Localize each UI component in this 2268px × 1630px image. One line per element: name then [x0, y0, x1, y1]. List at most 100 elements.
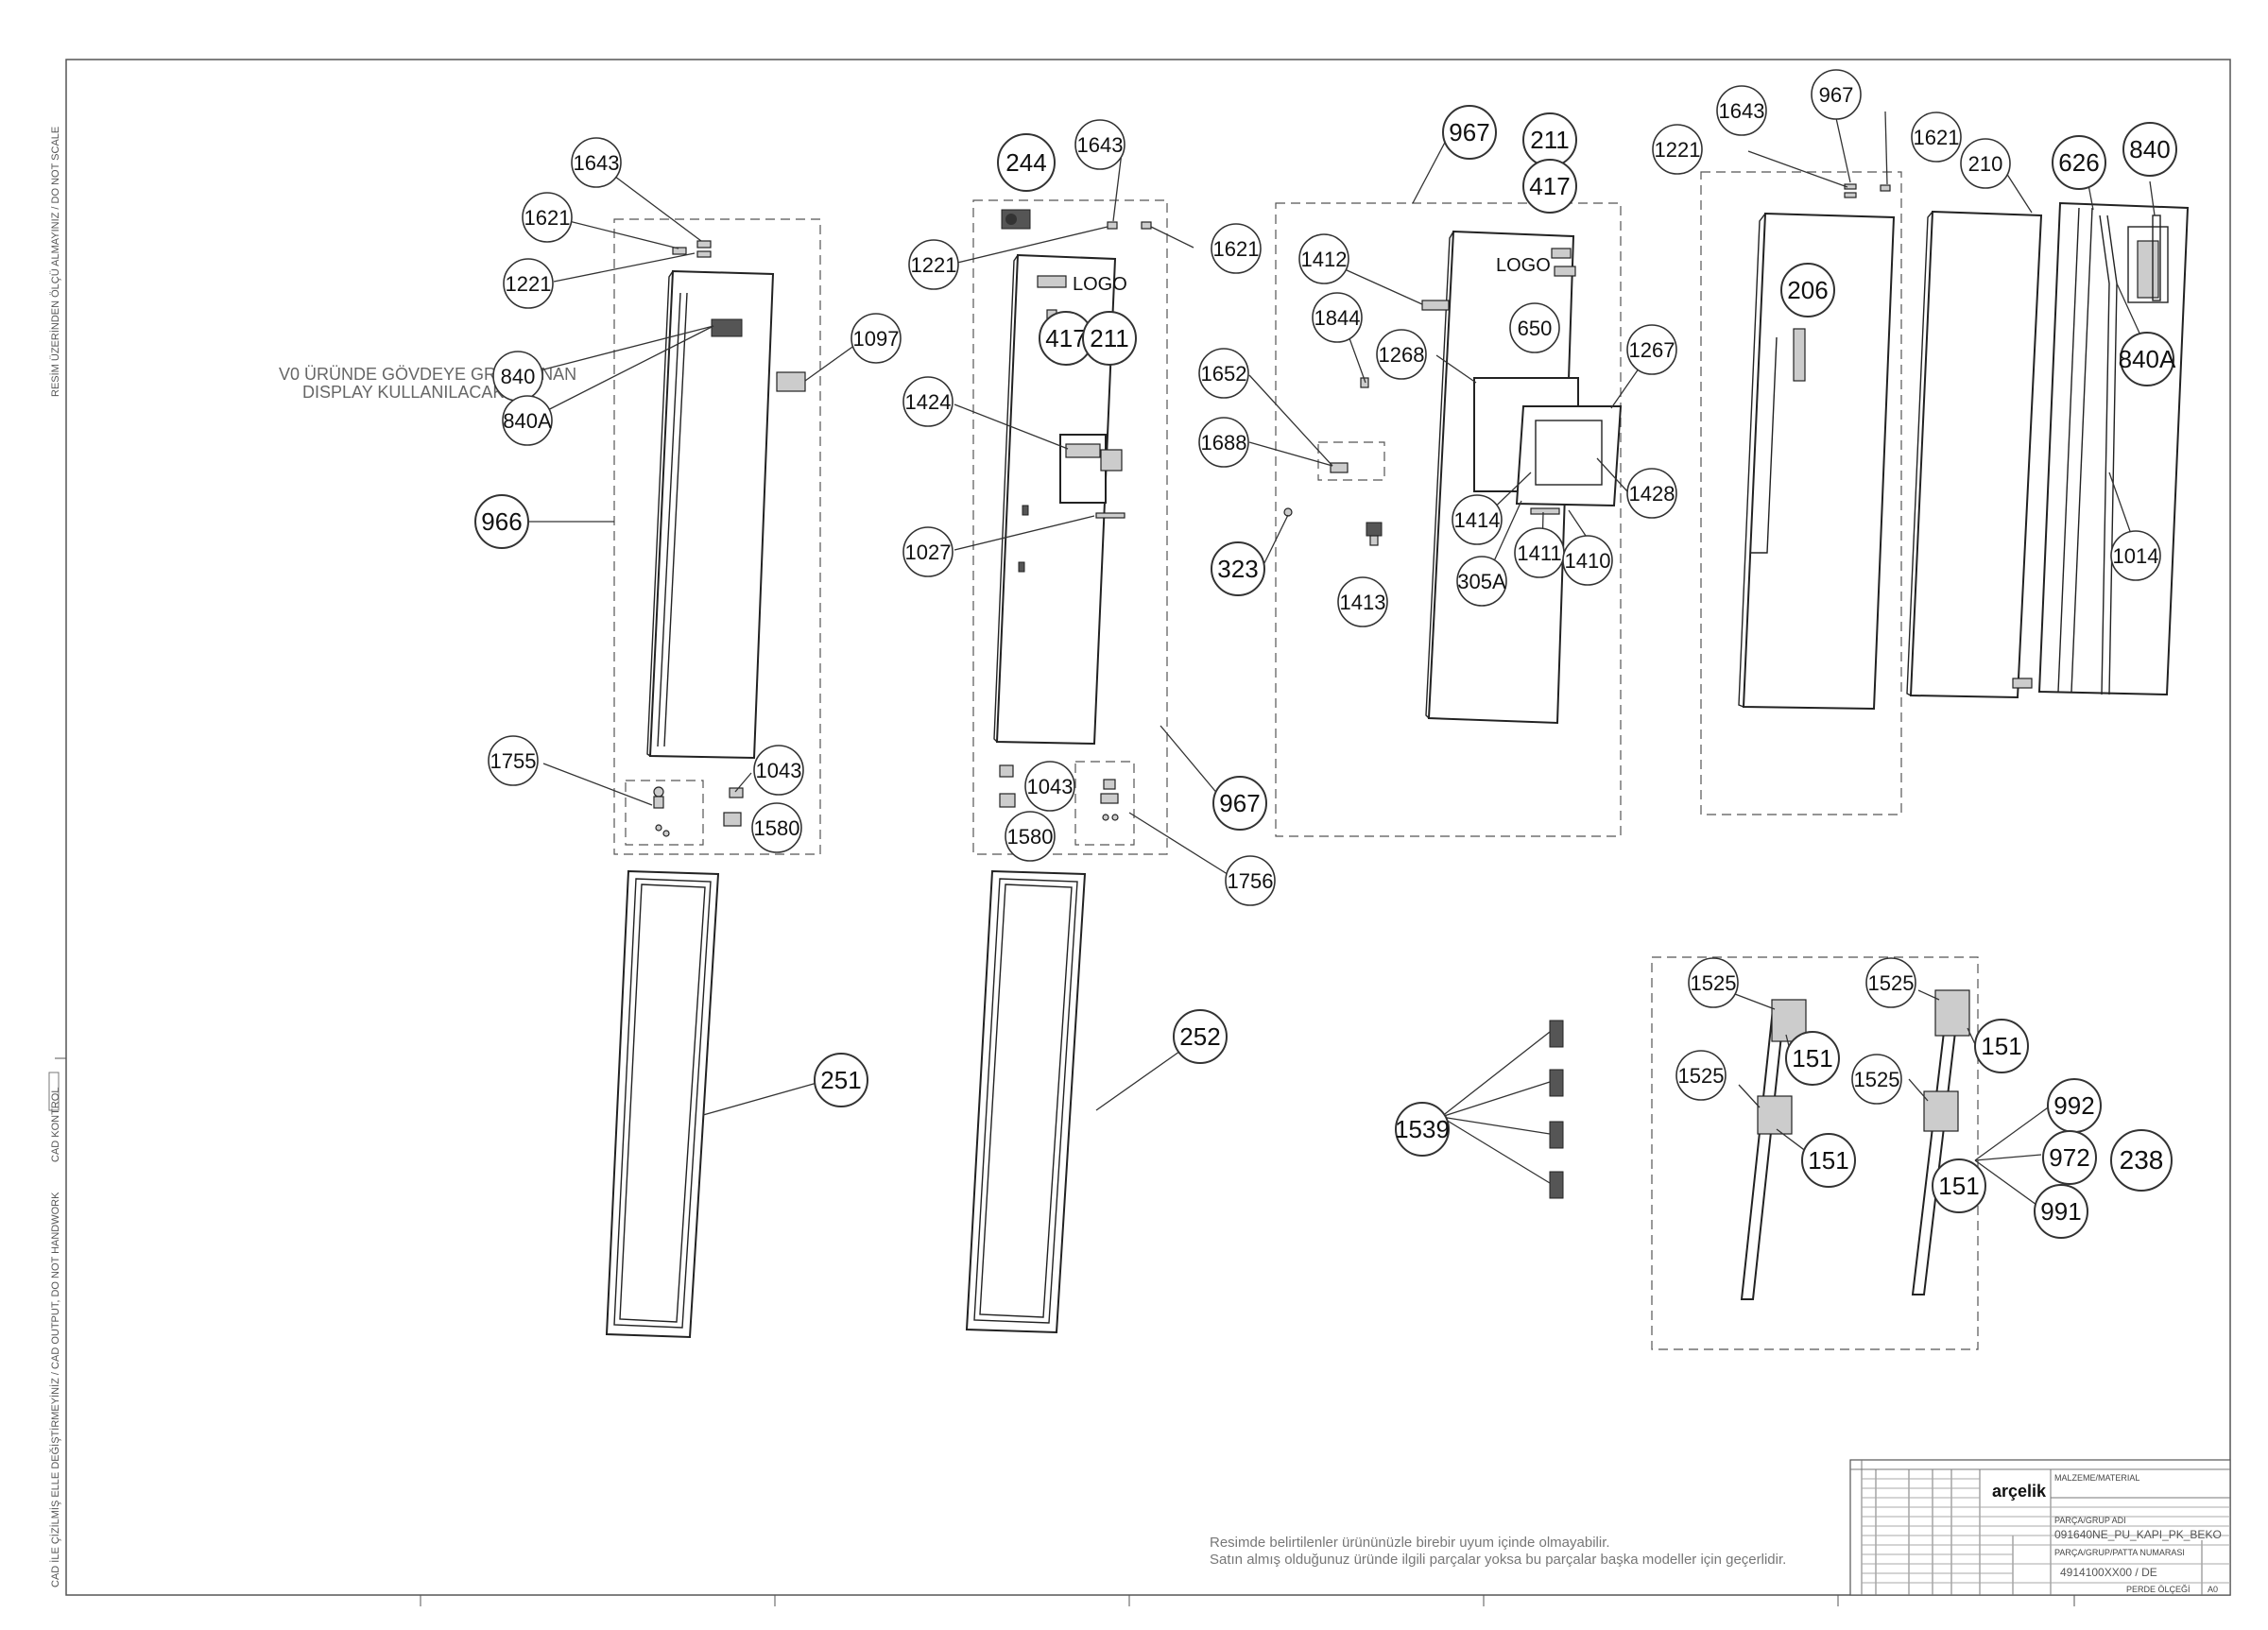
- dispenser-door: LOGO: [993, 209, 1152, 821]
- gasket-right: [965, 869, 1087, 1334]
- callout-840A-b: 840A: [2119, 332, 2176, 386]
- callout-1580-a: 1580: [751, 802, 802, 853]
- svg-text:1268: 1268: [1379, 343, 1425, 367]
- callout-1412: 1412: [1298, 233, 1349, 284]
- display-note-line2: DISPLAY KULLANILACAKTIR.: [302, 383, 536, 402]
- callout-151-a: 151: [1785, 1031, 1840, 1086]
- projection-label: PERDE ÖLÇEĞİ: [2126, 1585, 2191, 1594]
- callout-1268: 1268: [1376, 329, 1427, 380]
- svg-text:1525: 1525: [1678, 1064, 1725, 1088]
- callout-206: 206: [1780, 263, 1835, 317]
- sheet-size: A0: [2208, 1585, 2218, 1594]
- callout-1756: 1756: [1225, 855, 1276, 906]
- callout-151-c: 151: [1974, 1019, 2029, 1073]
- part-no: 4914100XX00 / DE: [2060, 1566, 2157, 1579]
- callout-1652: 1652: [1198, 348, 1249, 399]
- group-box-dispenser-detail: [1275, 202, 1622, 837]
- svg-text:151: 151: [1938, 1172, 1979, 1200]
- group-box-hinges: [1651, 956, 1979, 1350]
- callout-323: 323: [1211, 541, 1265, 596]
- svg-text:972: 972: [2049, 1143, 2089, 1172]
- svg-text:840: 840: [501, 365, 536, 388]
- svg-text:1414: 1414: [1454, 508, 1501, 532]
- callout-1097: 1097: [850, 313, 902, 364]
- svg-text:1756: 1756: [1228, 869, 1274, 893]
- callout-1621-b: 1621: [1211, 223, 1262, 274]
- svg-text:991: 991: [2040, 1197, 2081, 1226]
- svg-text:1412: 1412: [1301, 248, 1348, 271]
- svg-text:1411: 1411: [1517, 541, 1561, 565]
- group-box-small-part-1688: [1317, 441, 1385, 481]
- group-name: 091640NE_PU_KAPI_PK_BEKO: [2054, 1528, 2222, 1541]
- hinge-rails: [1740, 989, 1970, 1300]
- callouts: 1643 1621 1221 840 840A 966 1097 1755 10…: [474, 69, 2177, 1239]
- callout-210: 210: [1960, 138, 2011, 189]
- gasket-left: [605, 869, 720, 1339]
- shelf-supports: [1549, 1020, 1564, 1199]
- svg-text:211: 211: [1530, 126, 1569, 154]
- drawing-frame: [65, 59, 2231, 1596]
- svg-text:151: 151: [1792, 1044, 1832, 1072]
- svg-text:992: 992: [2053, 1091, 2094, 1120]
- svg-text:252: 252: [1179, 1022, 1220, 1051]
- callout-991: 991: [2034, 1184, 2088, 1239]
- callout-966: 966: [474, 494, 529, 549]
- callout-1539: 1539: [1395, 1102, 1450, 1157]
- callout-1688: 1688: [1198, 417, 1249, 468]
- svg-text:1580: 1580: [1007, 825, 1054, 849]
- callout-1428: 1428: [1626, 468, 1677, 519]
- callout-251: 251: [814, 1053, 868, 1107]
- svg-text:840A: 840A: [503, 409, 552, 433]
- svg-text:1525: 1525: [1854, 1068, 1900, 1091]
- svg-text:650: 650: [1518, 317, 1553, 340]
- callout-1525-d: 1525: [1851, 1054, 1902, 1105]
- left-door: [646, 240, 806, 837]
- svg-text:1621: 1621: [1914, 126, 1960, 149]
- svg-text:1621: 1621: [1213, 237, 1260, 261]
- svg-text:1097: 1097: [853, 327, 900, 351]
- svg-text:206: 206: [1787, 276, 1828, 304]
- callout-1413: 1413: [1337, 576, 1388, 627]
- callout-967-a: 967: [1212, 776, 1267, 831]
- side-text-bottom: CAD İLE ÇİZİLMİŞ ELLE DEĞİŞTİRMEYİNİZ / …: [49, 1192, 61, 1587]
- callout-417-b: 417: [1522, 159, 1577, 214]
- svg-text:840: 840: [2129, 135, 2170, 163]
- group-box-left-hinge: [625, 780, 704, 846]
- logo-label-1: LOGO: [1073, 274, 1127, 295]
- callout-211-b: 211: [1522, 112, 1577, 167]
- logo-label-2: LOGO: [1496, 255, 1551, 276]
- group-box-dispenser-hinge: [1074, 761, 1135, 846]
- svg-text:967: 967: [1449, 118, 1489, 146]
- svg-text:1221: 1221: [911, 253, 957, 277]
- svg-text:1525: 1525: [1868, 971, 1915, 995]
- right-door: [1738, 183, 1896, 711]
- svg-text:151: 151: [1808, 1146, 1848, 1175]
- svg-text:251: 251: [820, 1066, 861, 1094]
- callout-151-b: 151: [1801, 1133, 1856, 1188]
- callout-1643-c: 1643: [1716, 85, 1767, 136]
- svg-text:417: 417: [1529, 172, 1570, 200]
- svg-text:1755: 1755: [490, 749, 537, 773]
- side-text-top: RESİM ÜZERİNDEN ÖLÇÜ ALMAYINIZ / DO NOT …: [49, 127, 61, 397]
- callout-1043-b: 1043: [1024, 761, 1075, 812]
- title-block: arçelik MALZEME/MATERIAL PARÇA/GRUP ADI …: [1849, 1459, 2231, 1596]
- callout-626: 626: [2052, 135, 2106, 190]
- svg-text:1643: 1643: [574, 151, 620, 175]
- svg-text:1043: 1043: [756, 759, 802, 782]
- callout-1525-a: 1525: [1688, 957, 1739, 1008]
- material-label: MALZEME/MATERIAL: [2054, 1473, 2139, 1483]
- svg-text:967: 967: [1219, 789, 1260, 817]
- svg-text:1580: 1580: [754, 816, 800, 840]
- callout-840-b: 840: [2122, 122, 2177, 177]
- callout-244: 244: [997, 133, 1056, 192]
- svg-text:1643: 1643: [1719, 99, 1765, 123]
- callout-1643-a: 1643: [571, 137, 622, 188]
- callout-1643-b: 1643: [1074, 119, 1125, 170]
- svg-text:1267: 1267: [1629, 338, 1675, 362]
- callout-252: 252: [1173, 1009, 1228, 1064]
- group-box-left-door: [613, 218, 821, 855]
- callout-1844: 1844: [1312, 292, 1363, 343]
- svg-text:1410: 1410: [1565, 549, 1611, 573]
- svg-text:238: 238: [2120, 1145, 2164, 1175]
- svg-text:210: 210: [1968, 152, 2003, 176]
